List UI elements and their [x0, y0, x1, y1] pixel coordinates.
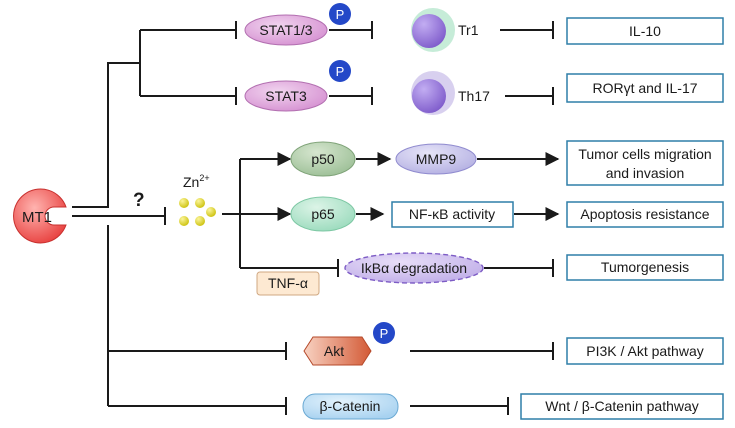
- tnf-alpha-node: TNF-α: [256, 271, 320, 296]
- ikba-ellipse: [344, 252, 484, 284]
- rorgt-outcome: RORγt and IL-17: [566, 73, 724, 103]
- phospho-label: P: [336, 64, 345, 79]
- stat3-node: STAT3 P: [244, 60, 351, 112]
- th17-cell: Th17: [411, 71, 490, 115]
- il10-box: [566, 17, 724, 45]
- p65-node: p65: [290, 196, 356, 232]
- wnt-label: Wnt / β-Catenin pathway: [545, 398, 699, 414]
- akt-hexagon: [303, 336, 372, 366]
- mt1-shape: [13, 188, 67, 244]
- catenin-label: β-Catenin: [320, 398, 381, 414]
- migration-outcome: Tumor cells migration and invasion: [566, 140, 724, 186]
- nfkb-box: [391, 201, 514, 228]
- p50-label: p50: [311, 151, 335, 167]
- pi3k-label: PI3K / Akt pathway: [586, 343, 704, 359]
- il10-label: IL-10: [629, 23, 661, 39]
- catenin-node: β-Catenin: [302, 393, 399, 420]
- phospho-icon: [329, 60, 351, 82]
- mt1-node: MT1: [13, 188, 67, 244]
- ikba-label: IkBα degradation: [361, 260, 467, 276]
- tumorgenesis-outcome: Tumorgenesis: [566, 254, 724, 281]
- zinc-label: Zn2+: [183, 173, 210, 190]
- apoptosis-box: [566, 201, 724, 228]
- apoptosis-label: Apoptosis resistance: [580, 206, 709, 222]
- phospho-label: P: [336, 7, 345, 22]
- wnt-outcome: Wnt / β-Catenin pathway: [520, 393, 724, 420]
- p65-ellipse: [290, 196, 356, 232]
- stat13-ellipse: [244, 14, 328, 46]
- akt-node: Akt P: [303, 322, 395, 366]
- apoptosis-outcome: Apoptosis resistance: [566, 201, 724, 228]
- zinc-ions: Zn2+: [179, 173, 216, 226]
- wnt-box: [520, 393, 724, 420]
- catenin-pill: [302, 393, 399, 420]
- rorgt-label: RORγt and IL-17: [592, 80, 697, 96]
- migration-label-line1: Tumor cells migration: [578, 146, 711, 162]
- tumorgenesis-box: [566, 254, 724, 281]
- p65-label: p65: [311, 206, 335, 222]
- zinc-dot: [179, 198, 189, 208]
- nfkb-node: NF-κB activity: [391, 201, 514, 228]
- stat13-node: STAT1/3 P: [244, 3, 351, 46]
- th17-cell-icon: [412, 79, 446, 113]
- stat3-ellipse: [244, 80, 328, 112]
- mmp9-ellipse: [395, 143, 477, 175]
- zinc-label-base: Zn: [183, 174, 199, 190]
- zinc-label-charge: 2+: [199, 173, 209, 183]
- mt1-label: MT1: [22, 209, 52, 226]
- zinc-dot: [195, 198, 205, 208]
- tumorgenesis-label: Tumorgenesis: [601, 259, 689, 275]
- phospho-icon: [329, 3, 351, 25]
- akt-label: Akt: [324, 343, 344, 359]
- pi3k-box: [566, 337, 724, 365]
- migration-box: [566, 140, 724, 186]
- tr1-label: Tr1: [458, 22, 479, 38]
- phospho-icon: [373, 322, 395, 344]
- rorgt-box: [566, 73, 724, 103]
- tnf-alpha-label: TNF-α: [268, 275, 308, 291]
- migration-label-line2: and invasion: [606, 165, 685, 181]
- pi3k-outcome: PI3K / Akt pathway: [566, 337, 724, 365]
- zinc-dot: [179, 216, 189, 226]
- ikba-node: IkBα degradation: [344, 252, 484, 284]
- tr1-cell-icon: [412, 14, 446, 48]
- tnf-alpha-box: [256, 271, 320, 296]
- phospho-label: P: [380, 326, 389, 341]
- nfkb-label: NF-κB activity: [409, 206, 495, 222]
- connector-lines: [72, 21, 560, 415]
- th17-label: Th17: [458, 88, 490, 104]
- zinc-dot: [206, 207, 216, 217]
- tr1-cell: Tr1: [411, 8, 479, 52]
- stat13-label: STAT1/3: [259, 22, 312, 38]
- mmp9-node: MMP9: [395, 143, 477, 175]
- unknown-mechanism-mark: ?: [133, 190, 145, 211]
- zinc-dot: [195, 216, 205, 226]
- p50-ellipse: [290, 141, 356, 177]
- il10-outcome: IL-10: [566, 17, 724, 45]
- mmp9-label: MMP9: [416, 151, 457, 167]
- stat3-label: STAT3: [265, 88, 307, 104]
- p50-node: p50: [290, 141, 356, 177]
